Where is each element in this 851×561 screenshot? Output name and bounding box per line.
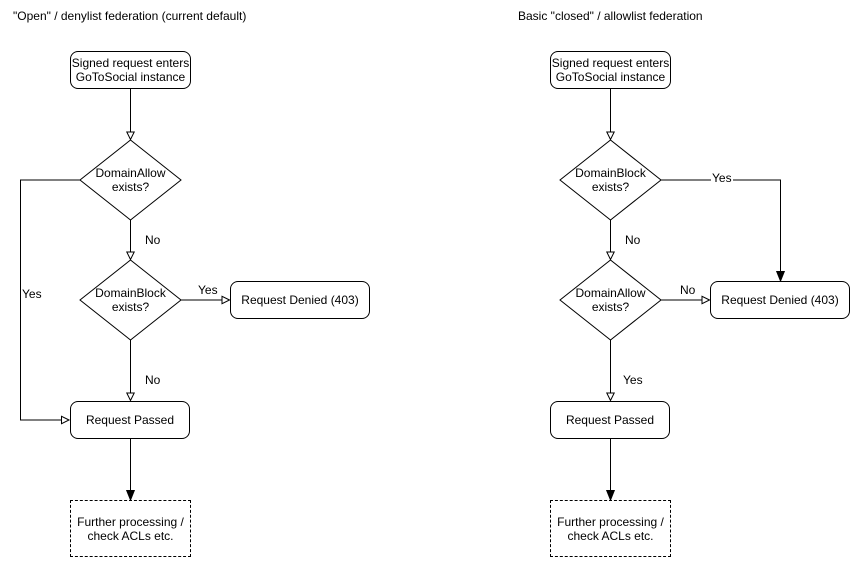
open-panel-title: "Open" / denylist federation (current de… <box>13 9 247 23</box>
open-arrowhead <box>125 392 136 402</box>
open-start-node: Signed request enters GoToSocial instanc… <box>70 51 191 89</box>
closed-request-denied-node: Request Denied (403) <box>710 281 850 319</box>
closed-edge-label-decision2-no: No <box>679 283 697 297</box>
open-arrowhead <box>61 415 71 425</box>
open-edge-label-decision1-no: No <box>144 233 162 247</box>
closed-edge-label-decision1-no: No <box>624 233 642 247</box>
open-arrowhead <box>221 295 231 305</box>
edge-line <box>661 179 781 271</box>
open-arrowhead <box>701 295 711 305</box>
closed-edge-decision1-to-denied-yes <box>661 179 786 283</box>
open-arrowhead <box>125 131 136 141</box>
closed-panel-title: Basic "closed" / allowlist federation <box>518 9 703 23</box>
open-edge-label-decision2-no: No <box>144 373 162 387</box>
closed-edge-passed-to-further <box>605 439 616 502</box>
open-decision-domainallow-label: DomainAllow exists? <box>95 166 166 194</box>
open-request-denied-node: Request Denied (403) <box>230 281 370 319</box>
closed-edge-label-decision2-yes: Yes <box>622 373 644 387</box>
open-arrowhead <box>605 392 616 402</box>
closed-edge-start-to-decision1 <box>605 89 616 141</box>
open-edge-start-to-decision1 <box>125 89 136 141</box>
solid-arrowhead <box>125 490 136 502</box>
closed-further-processing-node: Further processing / check ACLs etc. <box>550 500 671 557</box>
open-arrowhead <box>605 251 616 261</box>
open-request-passed-node: Request Passed <box>70 401 190 439</box>
closed-edge-decision2-to-denied <box>661 295 711 305</box>
open-edge-label-decision2-yes: Yes <box>197 283 219 297</box>
open-edge-decision2-to-passed <box>125 340 136 402</box>
open-arrowhead <box>125 251 136 261</box>
closed-edge-label-decision1-yes: Yes <box>711 171 733 185</box>
closed-edge-decision1-to-decision2 <box>605 220 616 261</box>
open-edge-decision1-to-passed-yes-loop <box>20 179 80 425</box>
closed-decision-domainallow-label: DomainAllow exists? <box>575 286 646 314</box>
open-arrowhead <box>605 131 616 141</box>
open-edge-decision1-to-decision2 <box>125 220 136 261</box>
open-edge-label-decision1-yes: Yes <box>21 287 43 301</box>
open-edge-decision2-to-denied <box>181 295 231 305</box>
closed-decision-domainblock-label: DomainBlock exists? <box>575 166 646 194</box>
closed-start-node: Signed request enters GoToSocial instanc… <box>550 51 671 89</box>
solid-arrowhead <box>605 490 616 502</box>
open-edge-passed-to-further <box>125 439 136 502</box>
closed-edge-decision2-to-passed <box>605 340 616 402</box>
open-decision-domainblock-label: DomainBlock exists? <box>95 286 166 314</box>
closed-request-passed-node: Request Passed <box>550 401 670 439</box>
open-further-processing-node: Further processing / check ACLs etc. <box>70 500 191 557</box>
solid-arrowhead <box>775 271 786 283</box>
